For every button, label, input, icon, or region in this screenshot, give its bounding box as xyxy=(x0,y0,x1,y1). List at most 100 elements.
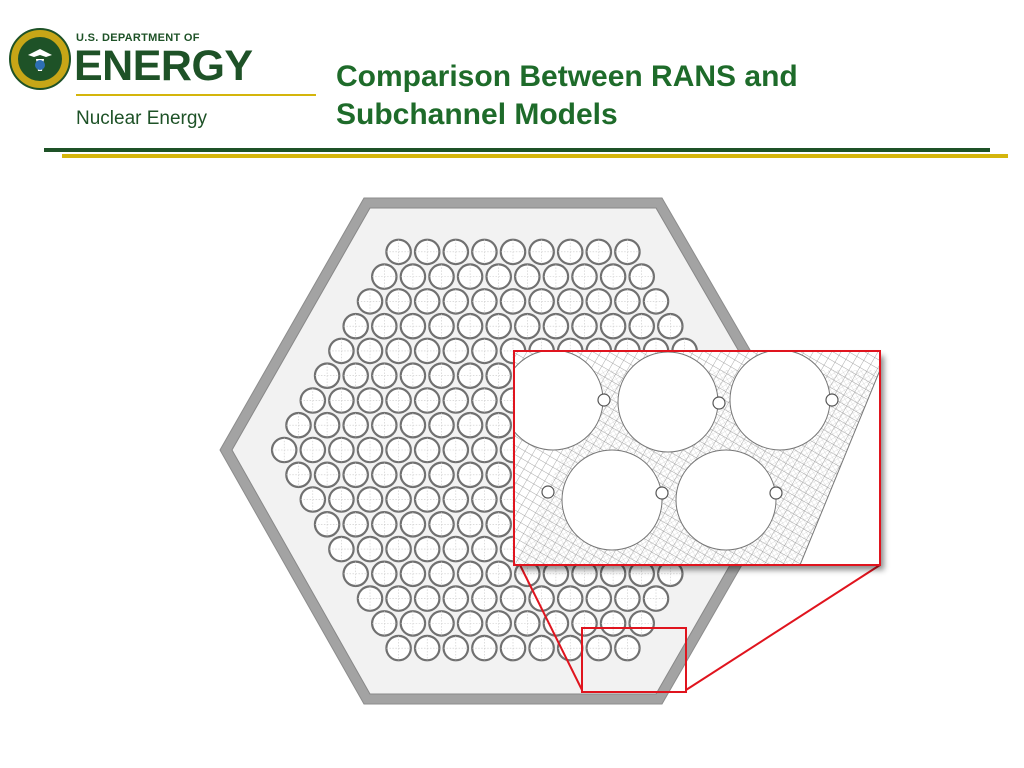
pin-mesh-lines xyxy=(443,289,468,314)
pin-mesh-lines xyxy=(429,313,454,339)
pin-mesh-lines xyxy=(372,413,397,438)
zoom-line-right xyxy=(685,564,881,691)
pin-mesh-lines xyxy=(386,388,411,413)
pin-mesh-lines xyxy=(457,512,483,537)
pin-mesh-lines xyxy=(486,363,511,388)
pin-mesh-lines xyxy=(486,512,511,537)
office-name: Nuclear Energy xyxy=(76,108,207,129)
pin-mesh-lines xyxy=(615,635,640,661)
pin-mesh-lines xyxy=(357,586,383,611)
pin-mesh-lines xyxy=(400,413,426,438)
pin-mesh-lines xyxy=(472,586,497,611)
pin-mesh-lines xyxy=(415,437,440,463)
pin-mesh-lines xyxy=(329,388,354,413)
inset-pin xyxy=(675,449,777,551)
logo-divider xyxy=(76,94,316,96)
pin-mesh-lines xyxy=(415,586,440,611)
pin-mesh-lines xyxy=(386,635,411,661)
pin-mesh-lines xyxy=(529,635,554,661)
pin-mesh-lines xyxy=(486,264,511,289)
pin-mesh-lines xyxy=(472,635,497,661)
pin-mesh-lines xyxy=(386,487,411,512)
pin-mesh-lines xyxy=(543,611,569,636)
pin-mesh-lines xyxy=(457,313,483,339)
pin-mesh-lines xyxy=(515,264,540,289)
pin-mesh-lines xyxy=(600,264,626,289)
pin-mesh-lines xyxy=(314,512,340,537)
pin-mesh-lines xyxy=(286,462,311,487)
pin-mesh-lines xyxy=(500,586,526,611)
pin-mesh-lines xyxy=(558,289,583,314)
pin-mesh-lines xyxy=(429,413,454,438)
pin-mesh-lines xyxy=(343,363,368,388)
pin-mesh-lines xyxy=(586,289,611,314)
pin-mesh-lines xyxy=(314,413,340,438)
pin-mesh-lines xyxy=(386,239,411,265)
pin-mesh-lines xyxy=(343,413,368,438)
pin-mesh-lines xyxy=(357,388,383,413)
pin-mesh-lines xyxy=(515,313,540,339)
pin-mesh-lines xyxy=(500,239,526,265)
pin-mesh-lines xyxy=(372,313,397,339)
pin-mesh-lines xyxy=(457,561,483,587)
pin-mesh-lines xyxy=(372,363,397,388)
pin-mesh-lines xyxy=(415,388,440,413)
pin-mesh-lines xyxy=(457,413,483,438)
pin-mesh-lines xyxy=(529,239,554,265)
pin-mesh-lines xyxy=(586,586,611,611)
pin-mesh-lines xyxy=(329,487,354,512)
pin-mesh-lines xyxy=(543,313,569,339)
pin-mesh-lines xyxy=(329,536,354,562)
pin-mesh-lines xyxy=(586,635,611,661)
pin-mesh-lines xyxy=(486,413,511,438)
pin-mesh-lines xyxy=(472,289,497,314)
pin-mesh-lines xyxy=(429,264,454,289)
pin-mesh-lines xyxy=(372,264,397,289)
pin-mesh-lines xyxy=(372,462,397,487)
pin-mesh-lines xyxy=(400,561,426,587)
pin-mesh-lines xyxy=(386,338,411,364)
pin-mesh-lines xyxy=(615,239,640,265)
mesh-inset-border xyxy=(513,350,881,566)
pin-mesh-lines xyxy=(643,289,669,314)
pin-mesh-lines xyxy=(300,437,325,463)
pin-mesh-lines xyxy=(472,536,497,562)
pin-mesh-lines xyxy=(543,264,569,289)
pin-mesh-lines xyxy=(600,313,626,339)
pin-mesh-lines xyxy=(357,338,383,364)
pin-mesh-lines xyxy=(343,561,368,587)
pin-mesh-lines xyxy=(400,313,426,339)
pin-mesh-lines xyxy=(443,239,468,265)
pin-mesh-lines xyxy=(314,363,340,388)
wire-wrap xyxy=(541,393,839,500)
pin-mesh-lines xyxy=(558,586,583,611)
pin-mesh-lines xyxy=(400,512,426,537)
pin-mesh-lines xyxy=(529,289,554,314)
pin-mesh-lines xyxy=(343,512,368,537)
pin-mesh-lines xyxy=(486,462,511,487)
pin-mesh-lines xyxy=(486,611,511,636)
pin-mesh-lines xyxy=(400,611,426,636)
header-rule-green xyxy=(44,148,990,152)
pin-mesh-lines xyxy=(372,512,397,537)
pin-mesh-lines xyxy=(472,388,497,413)
pin-mesh-lines xyxy=(443,437,468,463)
pin-mesh-lines xyxy=(429,363,454,388)
pin-mesh-lines xyxy=(415,536,440,562)
pin-mesh-lines xyxy=(443,635,468,661)
pin-mesh-lines xyxy=(443,487,468,512)
pin-mesh-lines xyxy=(443,388,468,413)
pin-mesh-lines xyxy=(329,338,354,364)
pin-mesh-lines xyxy=(429,462,454,487)
pin-mesh-lines xyxy=(372,561,397,587)
pin-mesh-lines xyxy=(286,413,311,438)
pin-mesh-lines xyxy=(529,586,554,611)
pin-mesh-lines xyxy=(457,611,483,636)
pin-mesh-lines xyxy=(457,363,483,388)
pin-mesh-lines xyxy=(300,487,325,512)
pin-mesh-lines xyxy=(400,363,426,388)
pin-mesh-lines xyxy=(472,338,497,364)
slide-title: Comparison Between RANS and Subchannel M… xyxy=(336,60,798,131)
pin-mesh-lines xyxy=(400,264,426,289)
